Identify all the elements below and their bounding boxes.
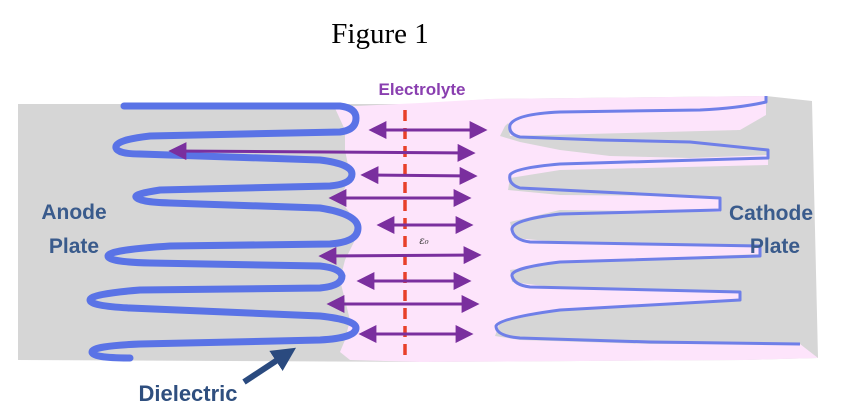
- cathode-label-line1: Cathode: [729, 202, 813, 225]
- double-headed-arrow-icon: [318, 246, 482, 265]
- arrow-up-right-icon: [242, 347, 297, 385]
- cathode-label-line2: Plate: [750, 235, 800, 258]
- anode-dielectric-layer: [86, 102, 362, 362]
- permittivity-label: ε₀: [419, 236, 428, 247]
- anode-label-line1: Anode: [41, 201, 106, 224]
- ion-arrows: [168, 121, 488, 343]
- figure-title: Figure 1: [331, 18, 428, 50]
- electrolyte-label: Electrolyte: [379, 80, 466, 99]
- cathode-dielectric-layer: [494, 96, 801, 346]
- double-headed-arrow-icon: [360, 166, 478, 185]
- double-headed-arrow-icon: [168, 142, 476, 162]
- dielectric-label: Dielectric: [138, 381, 237, 406]
- anode-label-line2: Plate: [49, 235, 99, 258]
